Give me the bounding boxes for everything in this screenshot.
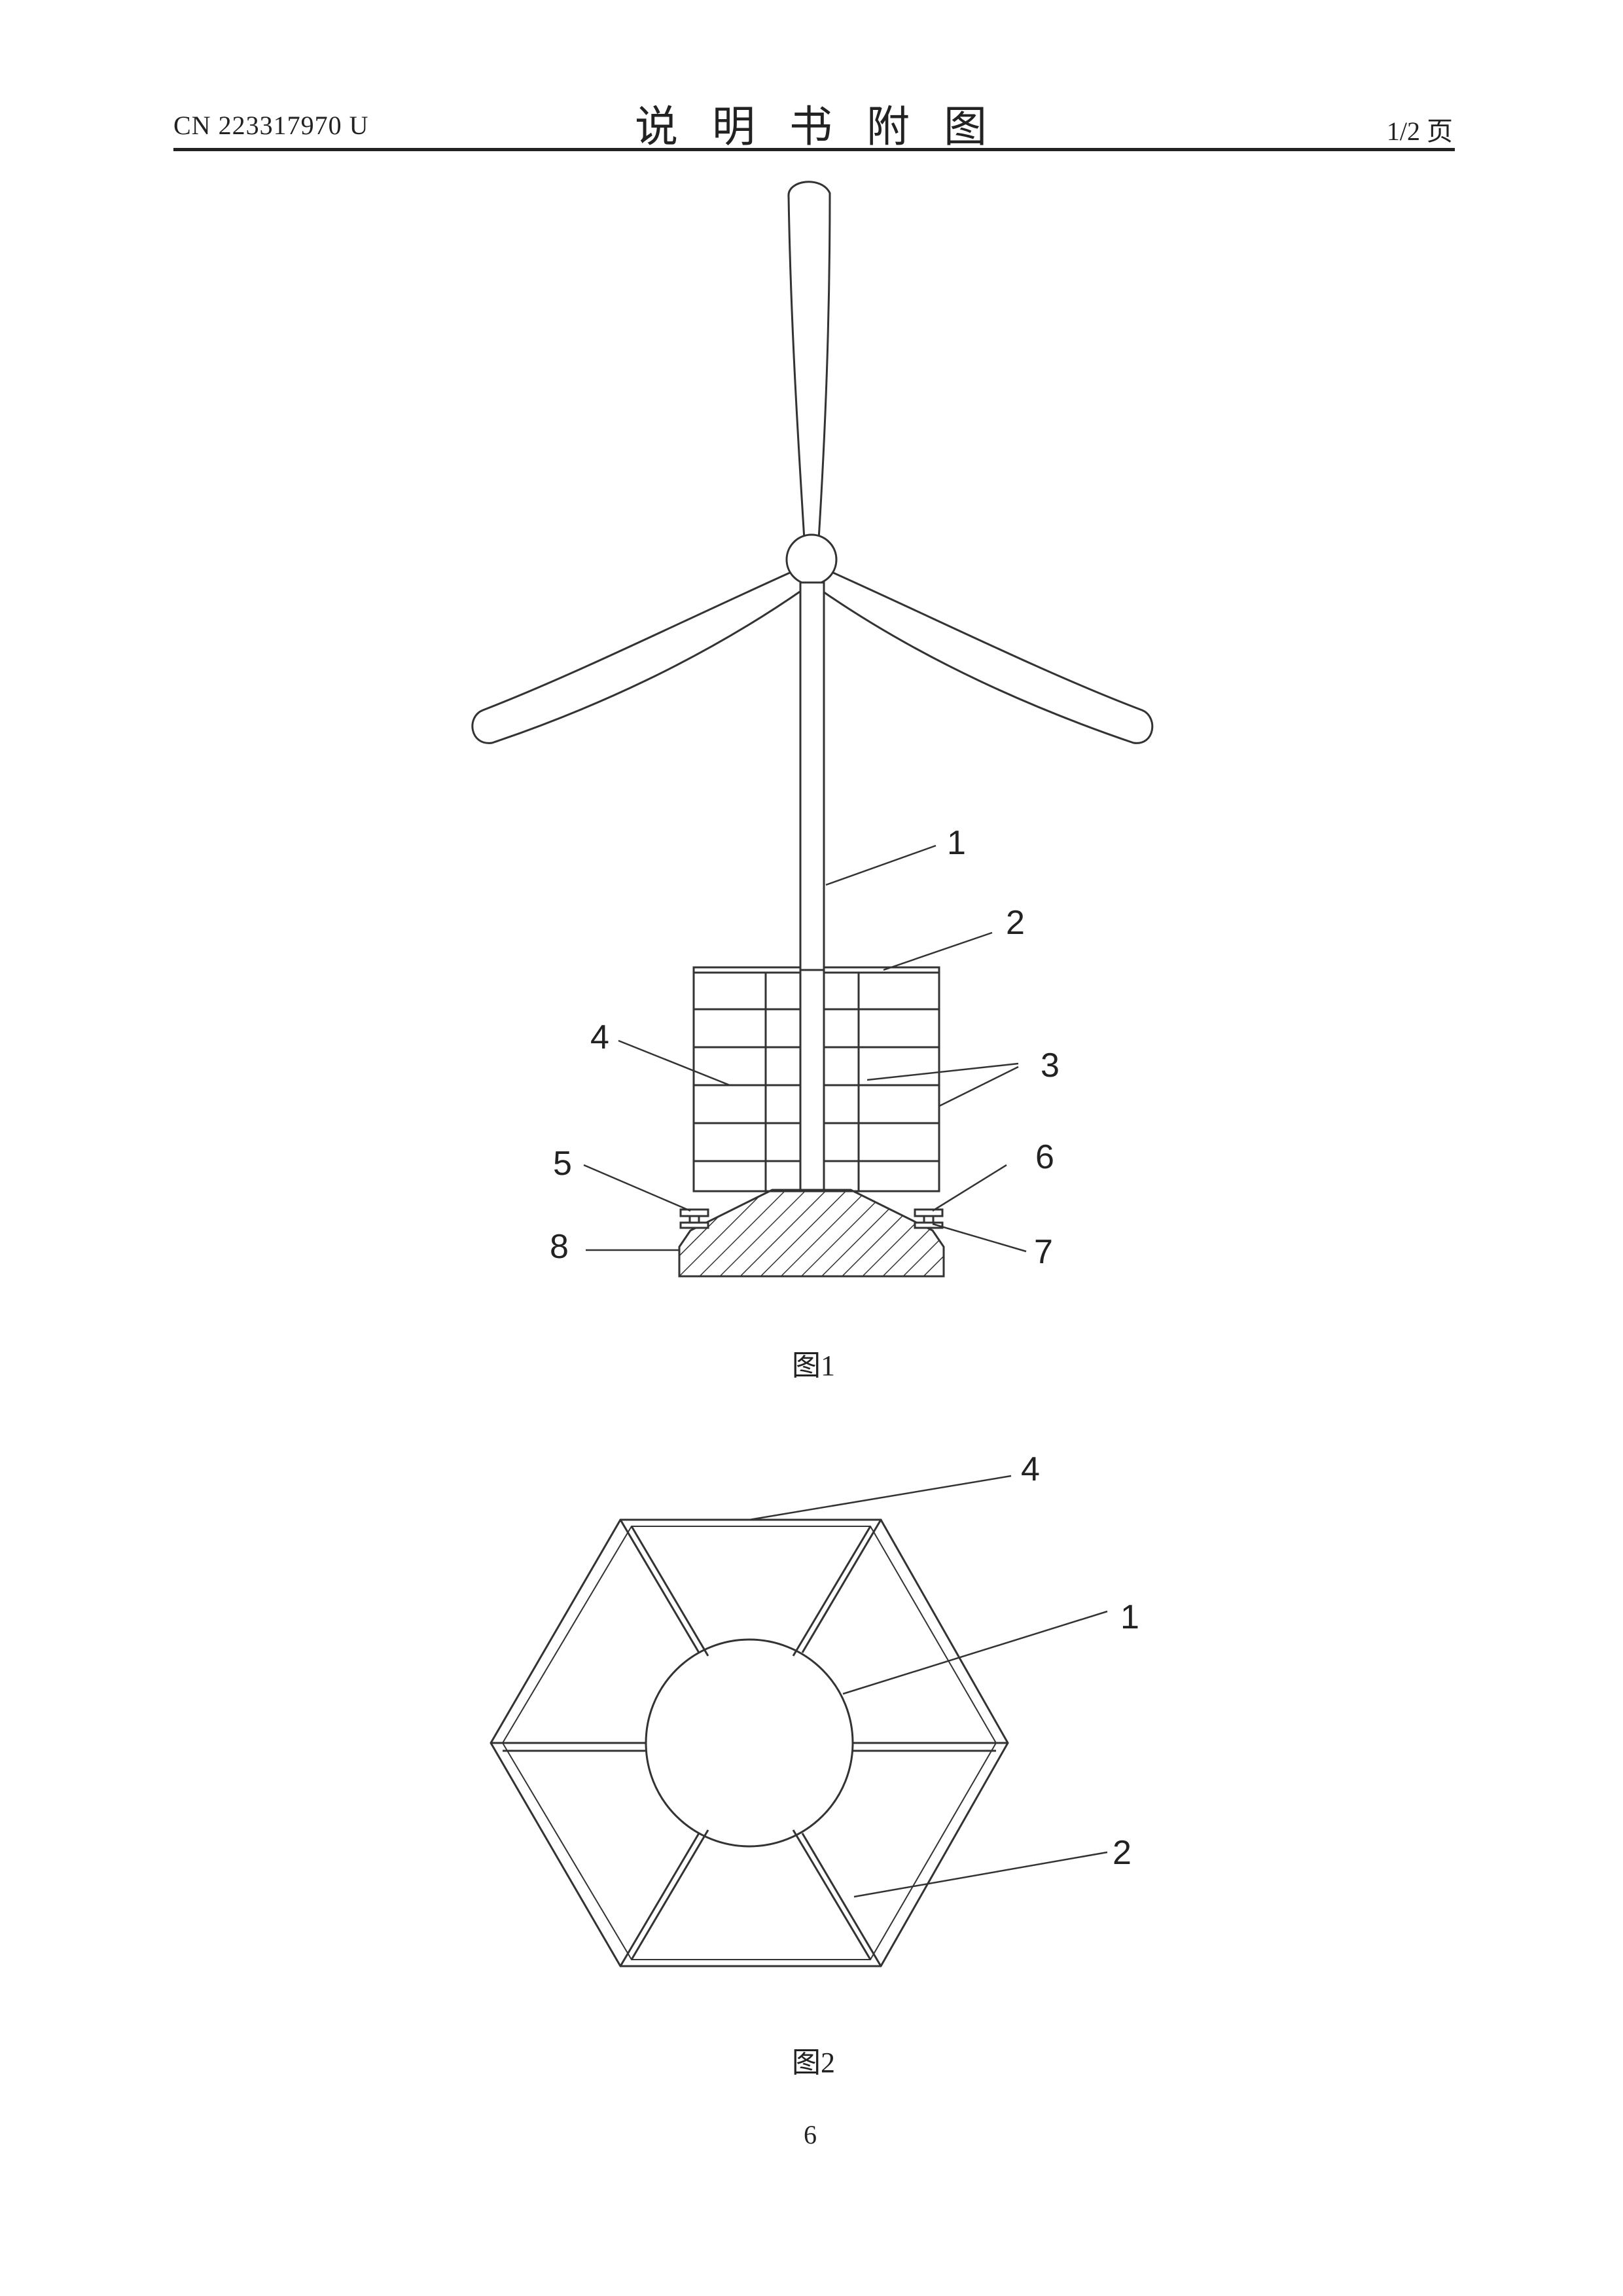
tower [800, 583, 824, 1190]
fig1-label-7: 7 [1034, 1233, 1053, 1271]
tower-section [646, 1640, 853, 1846]
fig1-label-4: 4 [590, 1018, 609, 1056]
cover-plate-left [694, 967, 800, 973]
fig2-label-1: 1 [1120, 1598, 1139, 1636]
fig1-label-8: 8 [550, 1228, 569, 1266]
blade-left [473, 569, 804, 743]
fig2-label-4: 4 [1021, 1450, 1040, 1488]
rotor-hub [787, 535, 836, 584]
fig2-label-2: 2 [1113, 1834, 1132, 1872]
support-left [681, 1210, 708, 1228]
page-number: 6 [804, 2119, 817, 2150]
figure-1-caption: 图1 [792, 1342, 835, 1384]
foundation-base [679, 1190, 944, 1276]
figure-2 [491, 1476, 1107, 1966]
blade-right [819, 569, 1152, 743]
blade-top [789, 182, 830, 550]
fig1-label-6: 6 [1035, 1138, 1054, 1176]
figure-1 [473, 182, 1152, 1276]
cover-plate-right [824, 967, 939, 973]
figure-2-caption: 图2 [792, 2039, 835, 2081]
fig1-label-5: 5 [553, 1145, 572, 1183]
fig1-label-1: 1 [947, 824, 966, 862]
fig1-label-2: 2 [1006, 904, 1025, 942]
fig1-label-3: 3 [1041, 1047, 1060, 1085]
